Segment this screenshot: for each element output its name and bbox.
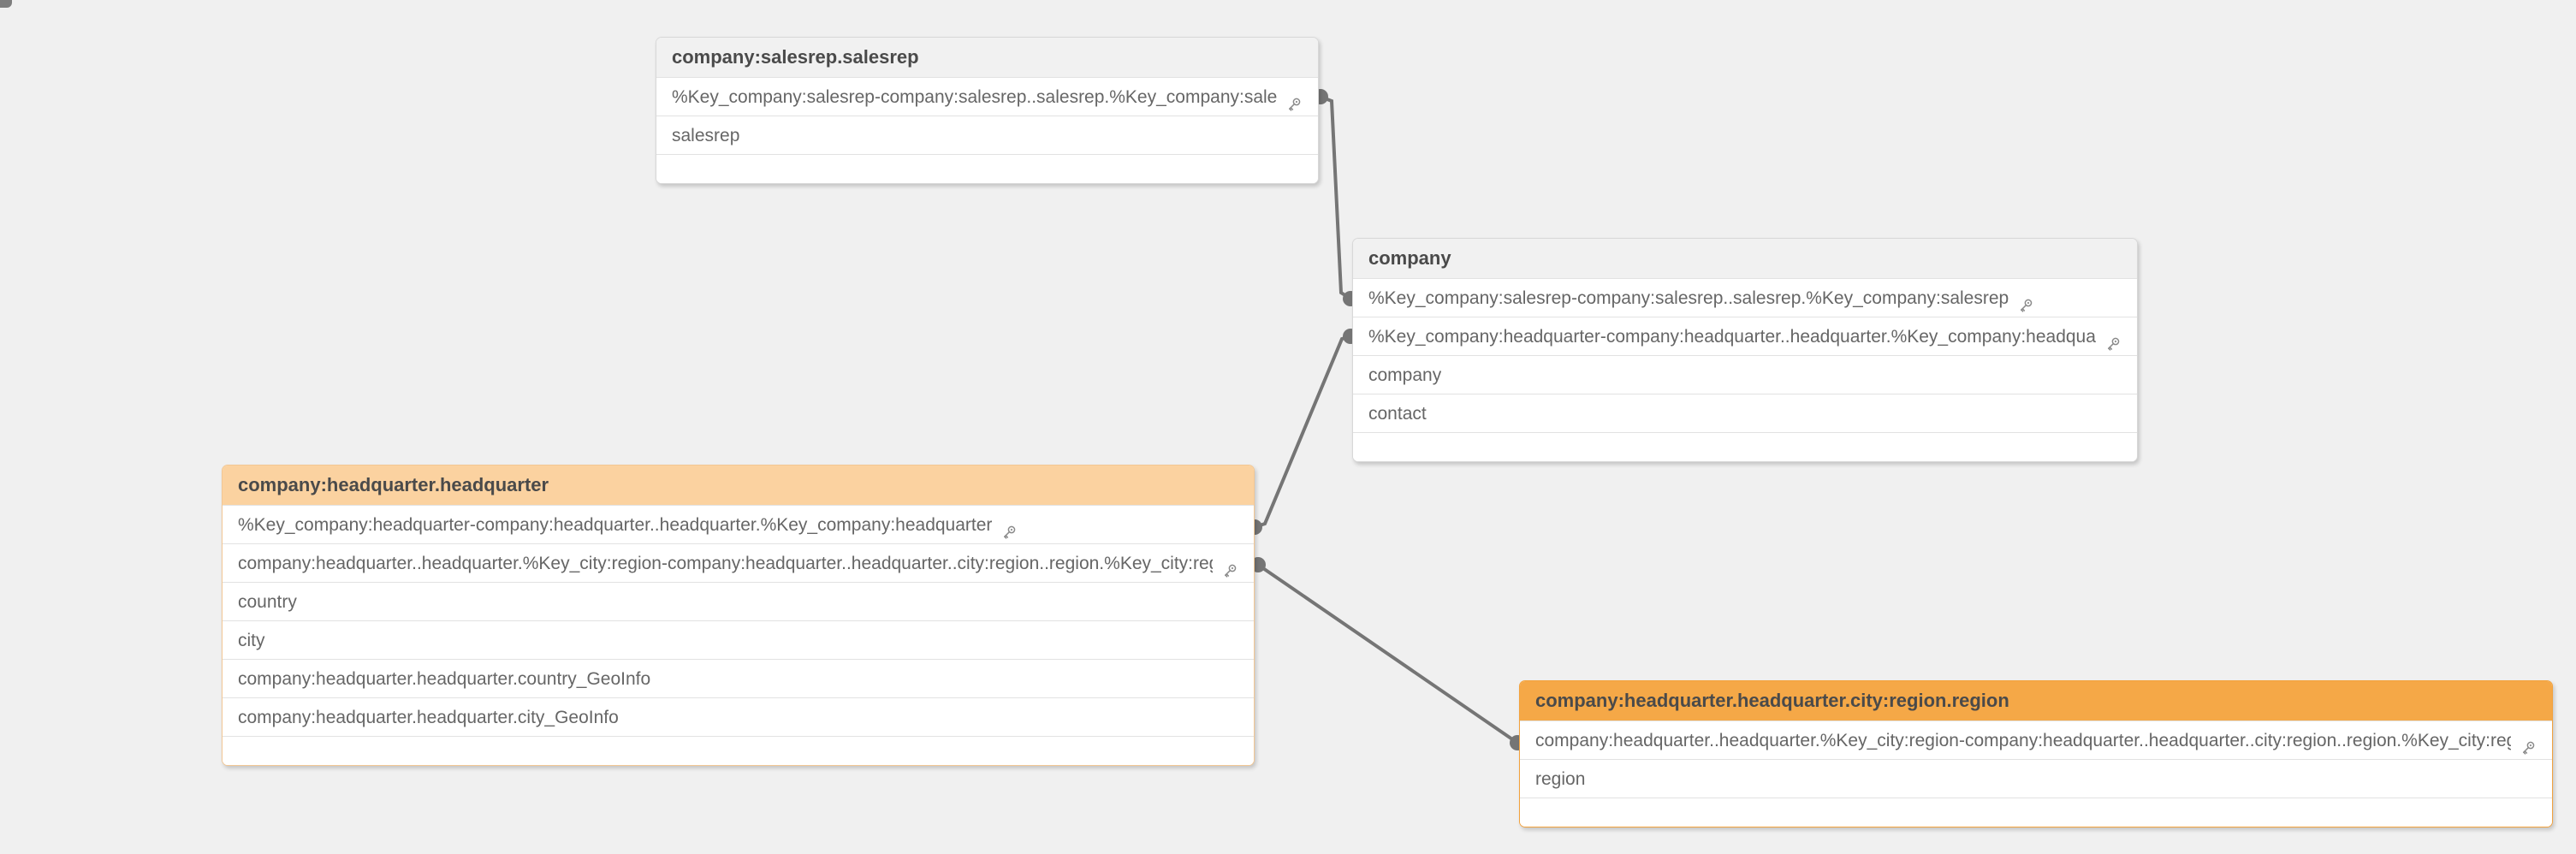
field-label: city: [238, 621, 265, 660]
table-row[interactable]: %Key_company:headquarter-company:headqua…: [223, 505, 1254, 543]
table-node-headquarter[interactable]: company:headquarter.headquarter %Key_com…: [222, 465, 1255, 766]
field-label: salesrep: [672, 116, 739, 155]
table-row[interactable]: contact: [1353, 394, 2137, 432]
field-label: %Key_company:salesrep-company:salesrep..…: [1368, 279, 2009, 317]
field-label: %Key_company:headquarter-company:headqua…: [238, 506, 992, 544]
table-node-region[interactable]: company:headquarter.headquarter.city:reg…: [1519, 680, 2553, 827]
key-icon: [2104, 328, 2122, 345]
table-footer-spacer: [1520, 798, 2552, 827]
table-row[interactable]: salesrep: [656, 116, 1318, 154]
field-label: contact: [1368, 394, 1427, 433]
key-icon: [1285, 88, 1303, 105]
table-footer-spacer: [223, 736, 1254, 765]
table-row[interactable]: company:headquarter..headquarter.%Key_ci…: [1520, 721, 2552, 759]
table-row[interactable]: company:headquarter.headquarter.country_…: [223, 659, 1254, 697]
field-label: company:headquarter..headquarter.%Key_ci…: [1535, 721, 2511, 760]
table-node-company[interactable]: company %Key_company:salesrep-company:sa…: [1352, 238, 2138, 462]
table-row[interactable]: %Key_company:salesrep-company:salesrep..…: [1353, 278, 2137, 317]
canvas-corner-marker: [0, 0, 12, 8]
key-icon: [1221, 555, 1238, 572]
table-node-salesrep[interactable]: company:salesrep.salesrep %Key_company:s…: [656, 37, 1319, 184]
table-row[interactable]: %Key_company:headquarter-company:headqua…: [1353, 317, 2137, 355]
field-label: company: [1368, 356, 1441, 394]
field-label: company:headquarter..headquarter.%Key_ci…: [238, 544, 1213, 583]
table-row[interactable]: company: [1353, 355, 2137, 394]
table-footer-spacer: [656, 154, 1318, 183]
table-title[interactable]: company:salesrep.salesrep: [656, 38, 1318, 77]
table-row[interactable]: company:headquarter.headquarter.city_Geo…: [223, 697, 1254, 736]
field-label: company:headquarter.headquarter.country_…: [238, 660, 650, 698]
table-row[interactable]: city: [223, 620, 1254, 659]
key-icon: [1000, 516, 1018, 533]
key-icon: [2017, 289, 2034, 306]
field-label: %Key_company:salesrep-company:salesrep..…: [672, 78, 1277, 116]
table-row[interactable]: %Key_company:salesrep-company:salesrep..…: [656, 77, 1318, 116]
table-row[interactable]: region: [1520, 759, 2552, 798]
table-title[interactable]: company:headquarter.headquarter.city:reg…: [1520, 681, 2552, 721]
field-label: country: [238, 583, 297, 621]
table-title[interactable]: company:headquarter.headquarter: [223, 466, 1254, 505]
key-icon: [2520, 732, 2537, 749]
link-headquarter-to-company: [1247, 329, 1358, 535]
field-label: company:headquarter.headquarter.city_Geo…: [238, 698, 619, 737]
table-footer-spacer: [1353, 432, 2137, 461]
field-label: %Key_company:headquarter-company:headqua…: [1368, 317, 2096, 356]
table-title[interactable]: company: [1353, 239, 2137, 278]
table-row[interactable]: country: [223, 582, 1254, 620]
table-row[interactable]: company:headquarter..headquarter.%Key_ci…: [223, 543, 1254, 582]
field-label: region: [1535, 760, 1585, 798]
link-headquarter-to-region: [1250, 557, 1525, 750]
